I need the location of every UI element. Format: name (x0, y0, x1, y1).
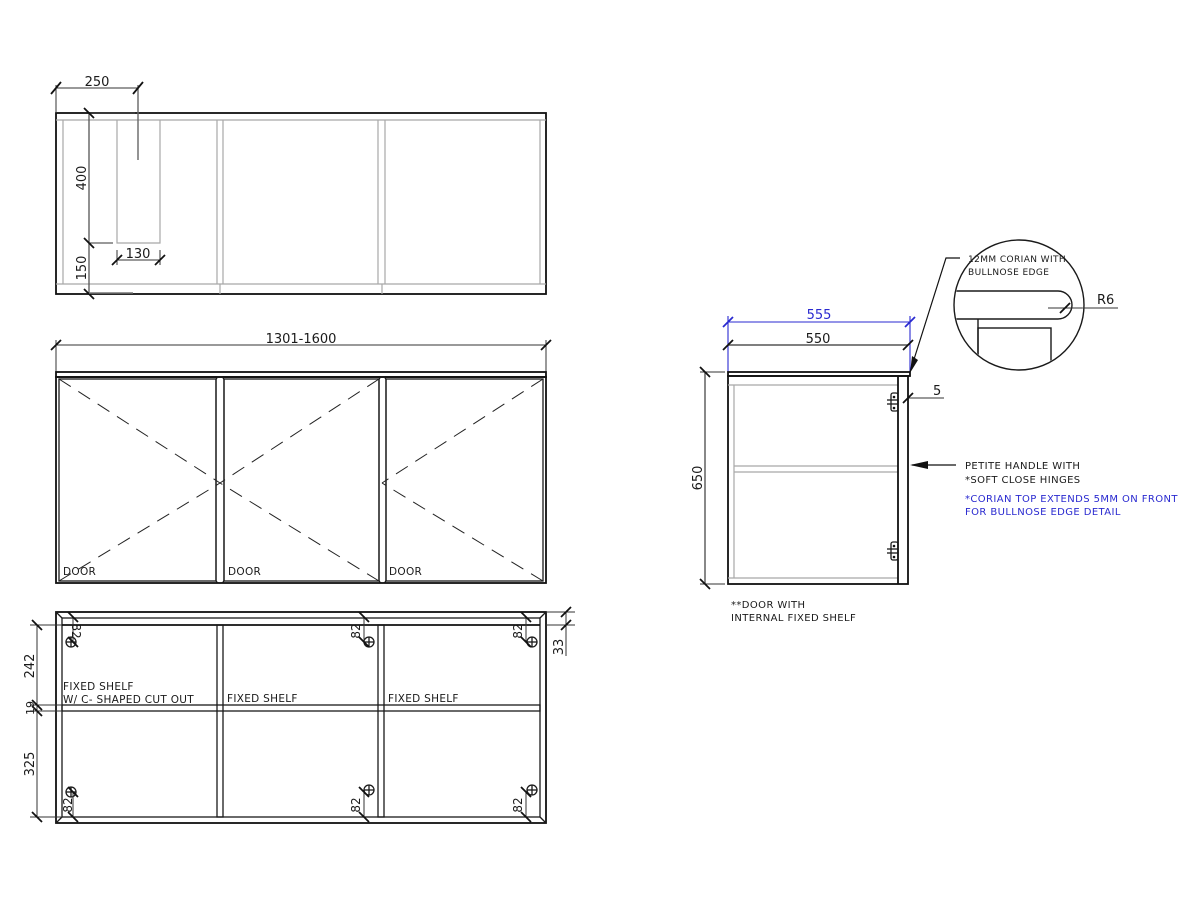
door-label-3: DOOR (389, 566, 422, 578)
note-handle-line1: PETITE HANDLE WITH (965, 461, 1080, 472)
detail-label-line1: 12MM CORIAN WITH (968, 255, 1066, 265)
dim-lower-height: 325 (23, 752, 38, 777)
detail-radius: R6 (1097, 293, 1114, 308)
internal-view (30, 606, 575, 824)
dim-shelf-thickness: 19 (24, 701, 37, 715)
dim-hinge-offset-br: 82 (511, 797, 525, 812)
dim-overhang: 5 (933, 384, 941, 399)
hinge-marker-top-left (65, 611, 79, 648)
hinge-icon-bottom (887, 541, 899, 561)
dim-cutout-width: 130 (126, 247, 151, 262)
note-corian-line1: *CORIAN TOP EXTENDS 5MM ON FRONT (965, 494, 1178, 505)
dim-hinge-offset-bm: 82 (349, 797, 363, 812)
hinge-marker-bottom-right (520, 784, 538, 823)
dim-hinge-offset-tm: 82 (349, 623, 363, 638)
dim-top-offset: 33 (552, 639, 567, 656)
dim-overall-width: 1301-1600 (266, 332, 337, 347)
note-handle-line2: *SOFT CLOSE HINGES (965, 475, 1081, 486)
dim-body-depth: 550 (806, 332, 831, 347)
hinge-marker-top-right (520, 611, 538, 648)
shelf-label-3: FIXED SHELF (388, 693, 459, 705)
dim-hinge-offset-tr: 82 (511, 623, 525, 638)
dim-hinge-offset-bl: 82 (61, 797, 75, 812)
shelf-label-1-line2: W/ C- SHAPED CUT OUT (63, 694, 194, 706)
dim-upper-height: 242 (23, 654, 38, 679)
hinge-icon-top (887, 392, 899, 412)
hinge-marker-bottom-left (65, 786, 79, 823)
dim-cutout-offset: 250 (85, 75, 110, 90)
door-label-2: DOOR (228, 566, 261, 578)
note-door-line2: INTERNAL FIXED SHELF (731, 613, 856, 624)
dim-top-depth: 555 (807, 308, 832, 323)
detail-label-line2: BULLNOSE EDGE (968, 268, 1049, 278)
dim-side-height: 650 (691, 466, 706, 491)
hinge-marker-bottom-mid (358, 784, 375, 823)
shelf-label-1-line1: FIXED SHELF (63, 681, 134, 693)
dim-base-height: 150 (75, 256, 90, 281)
note-corian-line2: FOR BULLNOSE EDGE DETAIL (965, 507, 1121, 518)
dim-hinge-offset-tl: 82 (69, 623, 83, 638)
note-door-line1: **DOOR WITH (731, 600, 805, 611)
dim-cutout-depth: 400 (75, 166, 90, 191)
shelf-label-2: FIXED SHELF (227, 693, 298, 705)
side-elevation (699, 239, 1118, 590)
hinge-marker-top-mid (358, 611, 375, 648)
front-elevation (50, 339, 552, 584)
door-label-1: DOOR (63, 566, 96, 578)
top-plan-view (50, 81, 547, 300)
